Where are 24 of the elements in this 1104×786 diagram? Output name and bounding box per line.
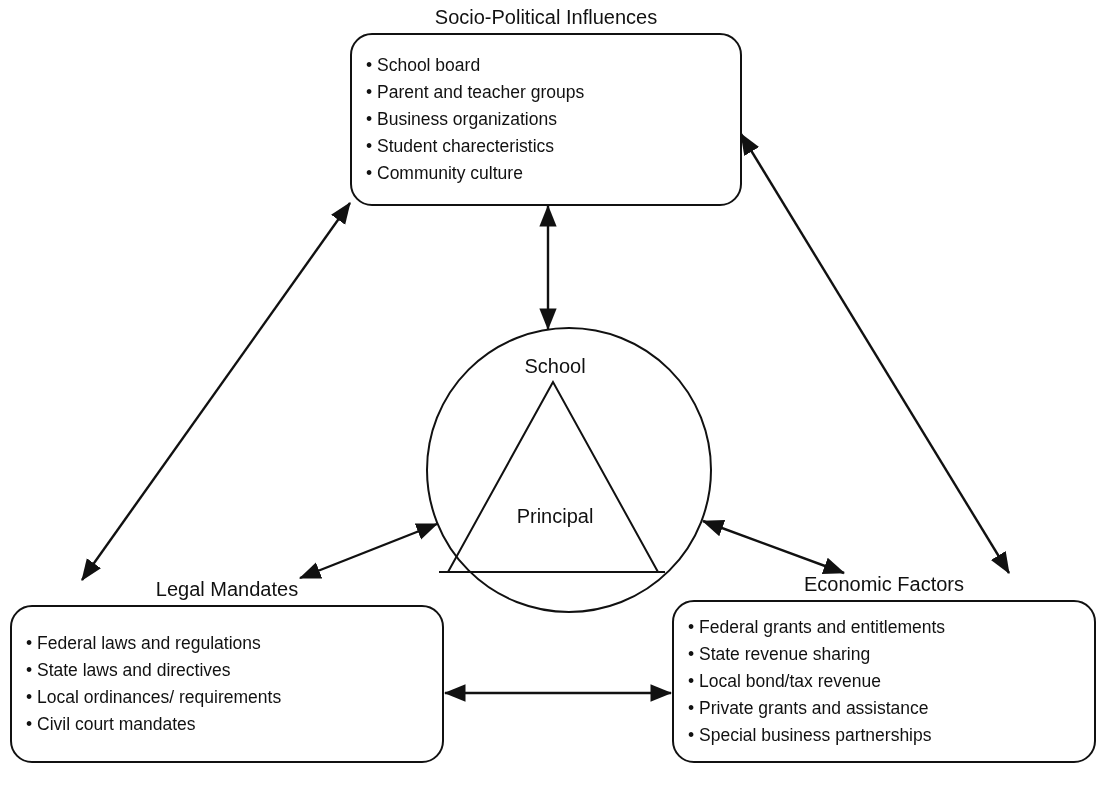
- bullet-item: • Parent and teacher groups: [366, 81, 586, 104]
- bullet-item: • Local ordinances/ requirements: [26, 686, 283, 709]
- bullet-item: • Student charecteristics: [366, 135, 555, 158]
- group-heading: Socio-Political Influences: [434, 6, 658, 29]
- bullet-item: • School board: [366, 54, 482, 77]
- double-arrow: [539, 204, 557, 331]
- circle-label: Principal: [516, 505, 594, 528]
- double-arrow: [299, 522, 438, 580]
- bullet-item: • Civil court mandates: [26, 713, 197, 736]
- double-arrow: [702, 519, 845, 575]
- bullet-item: • Private grants and assistance: [688, 697, 930, 720]
- bullet-item: • Federal grants and entitlements: [688, 616, 947, 639]
- double-arrow: [81, 202, 351, 581]
- bullet-item: • Local bond/tax revenue: [688, 670, 882, 693]
- bullet-item: • State revenue sharing: [688, 643, 872, 666]
- bullet-item: • State laws and directives: [26, 659, 232, 682]
- bullet-item: • Federal laws and regulations: [26, 632, 262, 655]
- bullet-item: • Community culture: [366, 162, 524, 185]
- group-heading: Legal Mandates: [155, 578, 299, 601]
- double-arrow: [443, 684, 673, 702]
- bullet-item: • Business organizations: [366, 108, 558, 131]
- circle-label: School: [524, 355, 586, 378]
- group-heading: Economic Factors: [803, 573, 965, 596]
- bullet-item: • Special business partnerships: [688, 724, 933, 747]
